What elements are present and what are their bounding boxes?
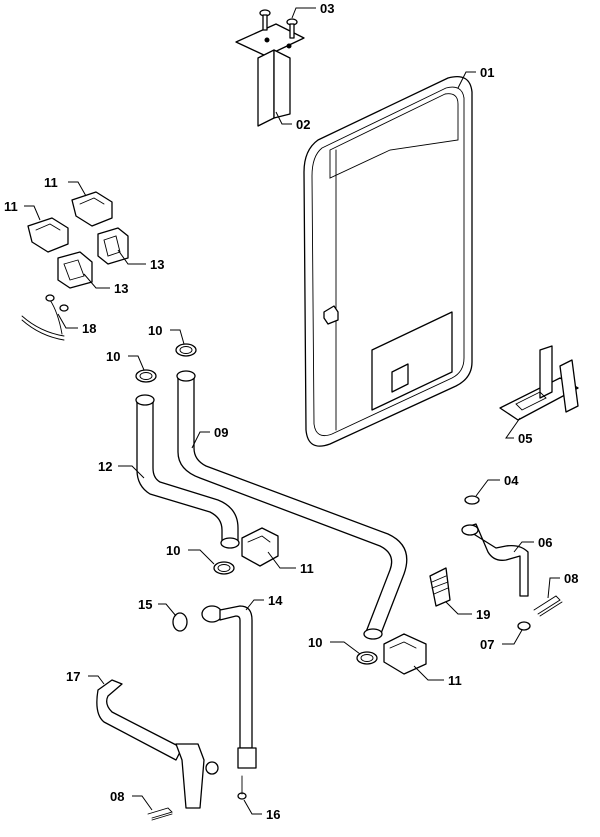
label-11-mid: 11	[300, 561, 314, 576]
label-07: 07	[480, 637, 494, 652]
part-clip-13-right	[97, 227, 129, 265]
label-17: 17	[66, 669, 80, 684]
label-08-right: 08	[564, 571, 578, 586]
part-expansion-vessel	[303, 75, 473, 447]
leader-lines	[24, 7, 560, 815]
part-mounting-bracket	[235, 23, 305, 127]
part-screw-16	[237, 775, 247, 800]
part-screw-03a	[259, 9, 271, 31]
part-number-labels: 03 01 02 11 11 13 13 18 10 10 09 12 10 1…	[4, 1, 578, 822]
part-clip-11-left	[27, 217, 69, 253]
label-11-lower: 11	[448, 673, 462, 688]
part-clip-11-top	[71, 191, 113, 227]
part-bracket-05	[499, 345, 579, 421]
label-10-bottom: 10	[308, 635, 322, 650]
label-01: 01	[480, 65, 494, 80]
part-washer-04	[464, 495, 480, 505]
part-washer-10-mid	[213, 561, 235, 575]
label-09: 09	[214, 425, 228, 440]
part-pipe-17	[96, 679, 219, 809]
part-washer-10-left	[135, 369, 157, 383]
label-13-right: 13	[150, 257, 164, 272]
part-washer-10-top	[175, 343, 197, 357]
part-washer-10-bottom	[356, 651, 378, 665]
label-10-mid: 10	[166, 543, 180, 558]
label-04: 04	[504, 473, 519, 488]
label-11-top: 11	[44, 175, 58, 190]
part-clip-11-mid	[241, 527, 279, 567]
part-pipe-12	[135, 394, 240, 549]
part-pipe-09	[176, 370, 408, 640]
label-13-bottom: 13	[114, 281, 128, 296]
label-12: 12	[98, 459, 112, 474]
part-washer-15	[172, 612, 188, 632]
label-18: 18	[82, 321, 96, 336]
part-sensor-cable	[21, 294, 69, 341]
label-15: 15	[138, 597, 152, 612]
label-02: 02	[296, 117, 310, 132]
part-valve-19	[429, 567, 451, 607]
part-clip-13-bottom	[57, 251, 93, 289]
label-05: 05	[518, 431, 532, 446]
part-clip-08-left	[147, 807, 173, 821]
label-10-left: 10	[106, 349, 120, 364]
label-08-left: 08	[110, 789, 124, 804]
label-14: 14	[268, 593, 283, 608]
label-16: 16	[266, 807, 280, 822]
part-pipe-14	[201, 605, 257, 769]
label-03: 03	[320, 1, 334, 16]
part-washer-07	[517, 621, 531, 631]
part-screw-03b	[286, 18, 298, 39]
part-clip-11-lower	[383, 633, 427, 675]
part-pipe-06	[461, 523, 529, 597]
label-06: 06	[538, 535, 552, 550]
part-clip-08-right	[533, 595, 563, 617]
label-11-left: 11	[4, 199, 18, 214]
label-10-top: 10	[148, 323, 162, 338]
label-19: 19	[476, 607, 490, 622]
